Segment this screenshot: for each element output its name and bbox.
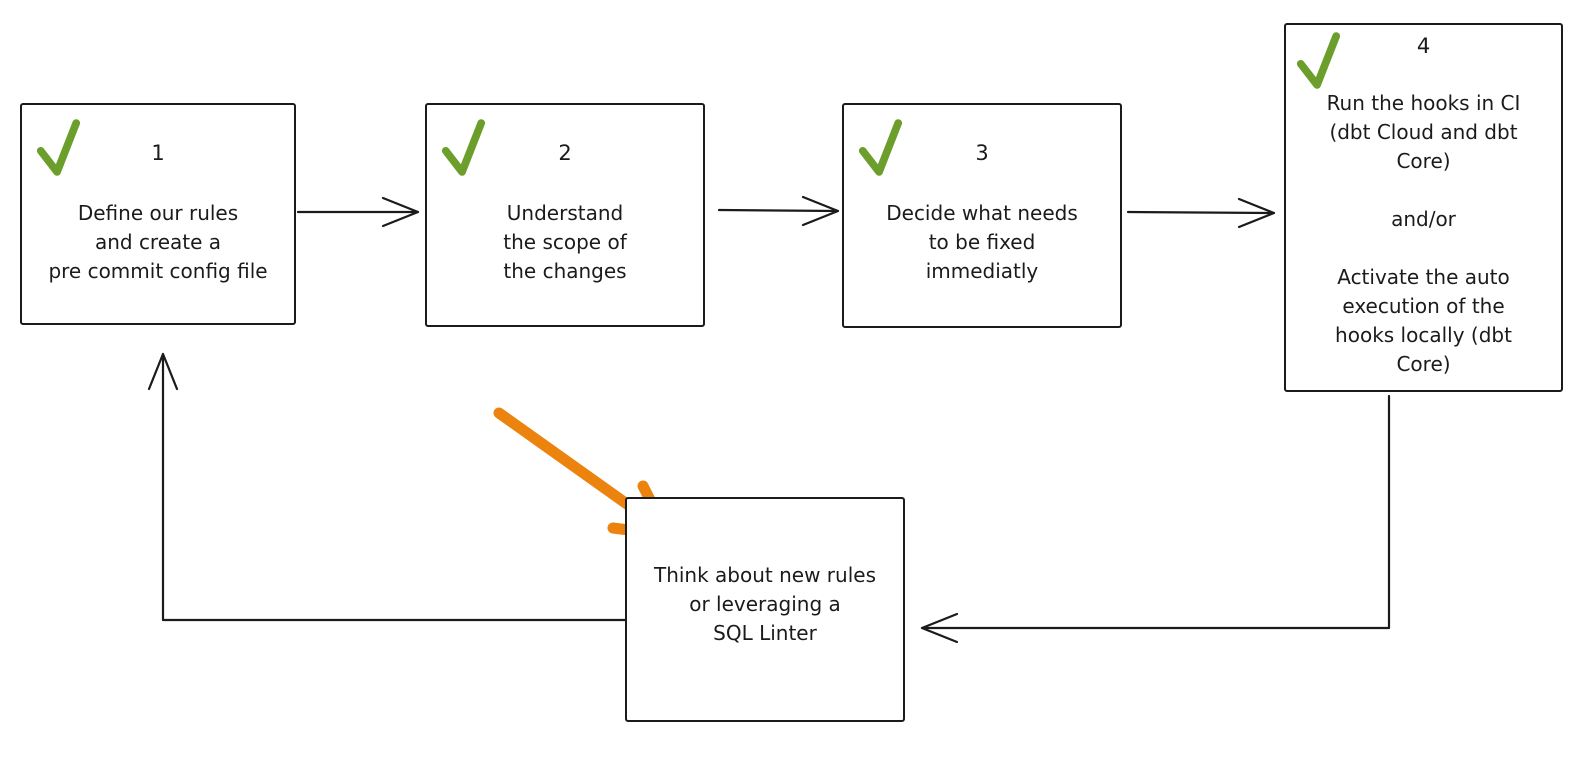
checkmark-icon <box>441 119 486 176</box>
step-box-2: 2 Understand the scope of the changes <box>425 103 705 327</box>
step-text: Decide what needs to be fixed immediatly <box>886 201 1078 283</box>
step-box-1: 1 Define our rules and create a pre comm… <box>20 103 296 325</box>
arrow-loop-node-to-step1 <box>147 352 627 622</box>
arrow-step1-to-step2 <box>296 196 420 228</box>
step-text: Understand the scope of the changes <box>503 201 627 283</box>
step-number: 2 <box>558 141 572 165</box>
arrow-step4-to-loop-node <box>920 394 1391 644</box>
step-number: 1 <box>151 141 165 165</box>
checkmark-icon <box>36 119 81 176</box>
loop-node-box: Think about new rules or leveraging a SQ… <box>625 497 905 722</box>
arrow-step2-to-step3 <box>717 195 840 227</box>
loop-node-text: Think about new rules or leveraging a SQ… <box>653 563 876 645</box>
step-box-3: 3 Decide what needs to be fixed immediat… <box>842 103 1122 328</box>
step-number: 3 <box>975 141 989 165</box>
step-text: Run the hooks in CI (dbt Cloud and dbt C… <box>1326 91 1521 376</box>
checkmark-icon <box>858 119 903 176</box>
checkmark-icon <box>1296 32 1341 89</box>
step-text: Define our rules and create a pre commit… <box>48 201 268 283</box>
step-box-4: 4 Run the hooks in CI (dbt Cloud and dbt… <box>1284 23 1563 392</box>
arrow-step3-to-step4 <box>1126 197 1276 229</box>
step-number: 4 <box>1416 34 1431 58</box>
